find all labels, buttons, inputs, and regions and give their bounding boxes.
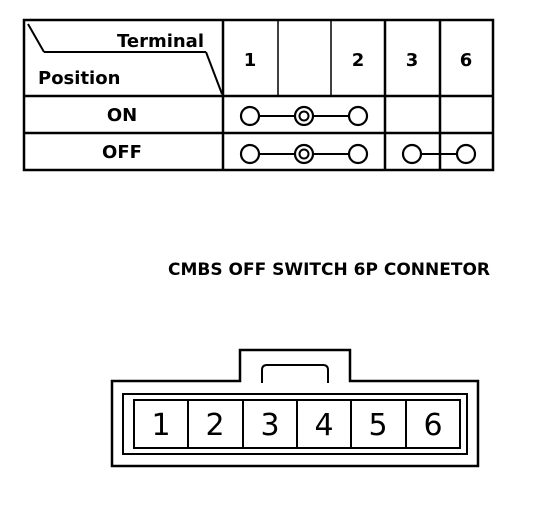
continuity-off-1-2: [239, 143, 369, 165]
terminal-circle: [455, 143, 477, 165]
terminal-circle: [239, 143, 261, 165]
indicator-lamp-icon: [298, 148, 310, 160]
row-label-on: ON: [107, 105, 137, 126]
pin-number-5: 5: [368, 408, 387, 443]
indicator-lamp-icon: [298, 110, 310, 122]
pin-number-1: 1: [151, 408, 170, 443]
column-terminal-1: 1: [244, 50, 257, 71]
indicator-circle: [293, 143, 315, 165]
column-terminal-6: 6: [460, 50, 473, 71]
terminal-circle: [401, 143, 423, 165]
terminal-circle: [347, 105, 369, 127]
connector-latch: [261, 364, 329, 383]
column-terminal-3: 3: [406, 50, 419, 71]
pin-number-6: 6: [423, 408, 442, 443]
terminal-circle: [239, 105, 261, 127]
continuity-table: Terminal Position 1 2 3 6 ON OFF: [22, 18, 495, 172]
header-position-label: Position: [38, 68, 120, 89]
pin-number-4: 4: [314, 408, 333, 443]
pin-number-3: 3: [260, 408, 279, 443]
connector-title: CMBS OFF SWITCH 6P CONNETOR: [168, 260, 490, 280]
row-label-off: OFF: [102, 142, 142, 163]
connector-6p: 1 2 3 4 5 6: [110, 348, 480, 468]
header-diagonal: [205, 51, 223, 95]
connector-housing: [110, 348, 480, 468]
indicator-circle: [293, 105, 315, 127]
header-diagonal: [27, 23, 45, 53]
continuity-on-1-2: [239, 105, 369, 127]
connector-inner-frame: [122, 393, 468, 455]
pin-number-2: 2: [205, 408, 224, 443]
continuity-off-3-6: [401, 143, 477, 165]
terminal-circle: [347, 143, 369, 165]
header-terminal-label: Terminal: [117, 31, 204, 52]
column-terminal-2: 2: [352, 50, 365, 71]
